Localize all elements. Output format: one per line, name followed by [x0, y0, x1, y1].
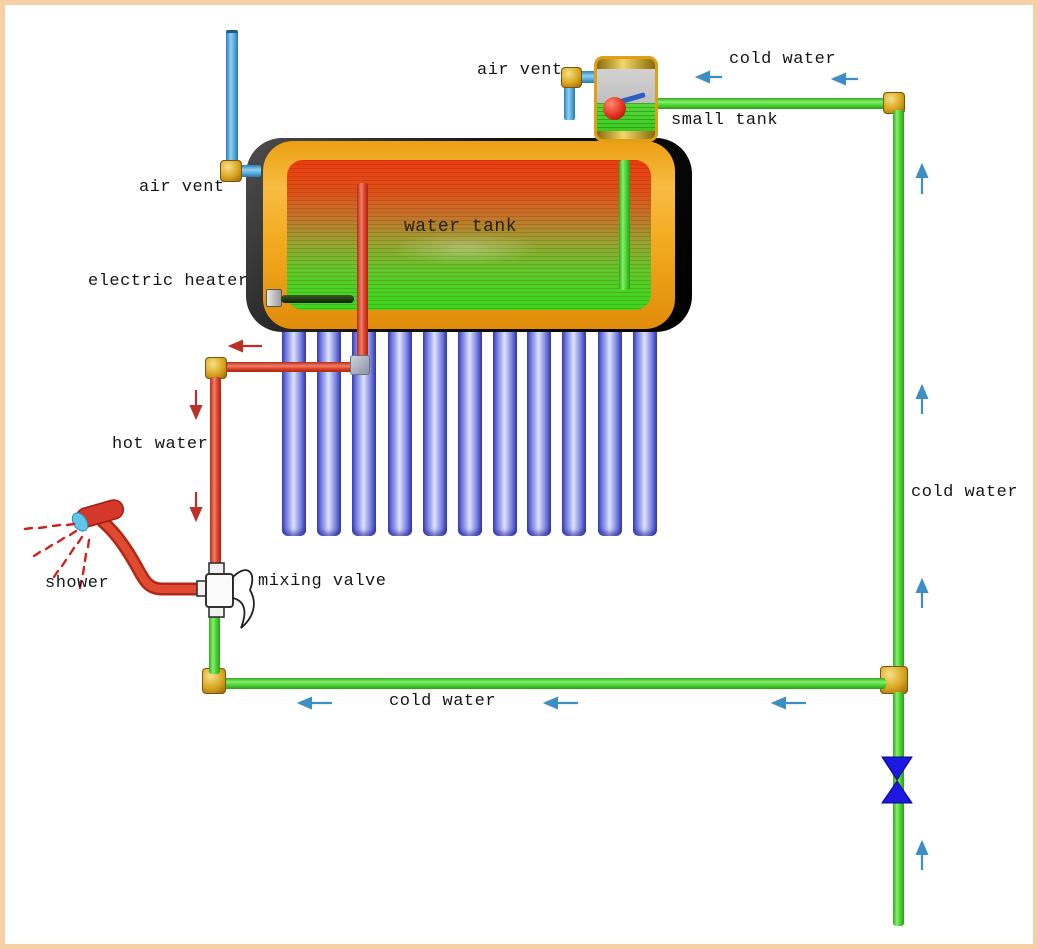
- vacuum-tube: [633, 328, 657, 536]
- vacuum-tube: [388, 328, 412, 536]
- cold-inlet-pipe-in-tank: [619, 160, 630, 290]
- air-vent-pipe-left: [226, 30, 238, 167]
- vacuum-tube: [527, 328, 551, 536]
- vacuum-tube: [317, 328, 341, 536]
- label-water-tank: water tank: [404, 217, 518, 237]
- shower-hose: [99, 518, 204, 593]
- air-vent-stub-left: [239, 165, 261, 177]
- hot-pipe-union-joint: [350, 355, 370, 375]
- vacuum-tube: [458, 328, 482, 536]
- label-hot-water: hot water: [112, 435, 209, 454]
- hot-pipe-elbow-fitting: [205, 357, 227, 379]
- label-shower: shower: [45, 574, 110, 593]
- label-electric-heater: electric heater: [88, 272, 249, 291]
- water-tank-interior: [287, 160, 651, 310]
- vacuum-tube: [493, 328, 517, 536]
- air-vent-elbow-small-tank: [561, 67, 582, 88]
- cold-water-pipe-top: [655, 98, 885, 109]
- small-tank-bottom-cap: [597, 131, 655, 139]
- electric-heater-element: [281, 295, 354, 303]
- mixing-valve-handle: [232, 569, 255, 629]
- air-vent-pipe-small-tank: [564, 85, 575, 120]
- hot-water-pipe-vertical: [210, 377, 221, 567]
- label-cold-water-top: cold water: [729, 50, 837, 69]
- cold-water-pipe-bottom: [222, 678, 886, 689]
- mixing-valve-body: [205, 573, 234, 608]
- mixing-valve: [196, 562, 255, 629]
- cold-water-pipe-right-upper: [893, 110, 904, 670]
- hot-water-pipe-horizontal: [215, 362, 362, 372]
- label-cold-water-right: cold water: [911, 483, 1019, 502]
- vacuum-tube: [282, 328, 306, 536]
- label-small-tank: small tank: [671, 111, 779, 130]
- mixing-valve-left-nut: [196, 580, 208, 597]
- electric-heater-plug: [266, 289, 282, 307]
- label-mixing-valve: mixing valve: [258, 572, 387, 591]
- cold-water-pipe-to-valve: [209, 613, 220, 674]
- vacuum-tube: [598, 328, 622, 536]
- shower-head-face: [71, 512, 89, 532]
- float-valve-ball: [603, 97, 626, 120]
- label-cold-water-bottom: cold water: [389, 692, 497, 711]
- cold-water-pipe-right-lower: [893, 692, 904, 926]
- air-vent-stub-small-tank: [577, 71, 599, 83]
- vacuum-tube: [423, 328, 447, 536]
- hot-outlet-pipe-in-tank: [357, 183, 368, 374]
- air-vent-elbow-left: [220, 160, 242, 182]
- small-tank-top-cap: [597, 59, 655, 69]
- shower-head: [75, 499, 125, 528]
- label-air-vent-left: air vent: [139, 178, 225, 197]
- label-air-vent-top: air vent: [477, 61, 563, 80]
- vacuum-tube: [562, 328, 586, 536]
- shower-hose-outline: [96, 515, 207, 596]
